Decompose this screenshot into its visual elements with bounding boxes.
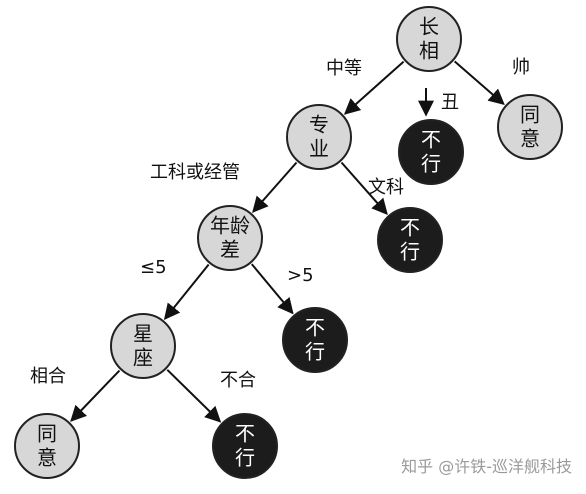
edge-label-leaf-buhe: 不合	[220, 370, 256, 391]
node-circle-leaf-buhe	[212, 413, 278, 479]
edge-nianlingcha-to-xingzuo	[163, 263, 210, 320]
node-leaf-gt5: 不行	[282, 307, 348, 373]
node-circle-leaf-shuai	[497, 94, 563, 160]
node-circle-xingzuo	[110, 313, 176, 379]
node-leaf-xianghe: 同意	[14, 413, 80, 479]
node-leaf-chou: 不行	[398, 119, 464, 185]
edge-nianlingcha-to-leaf-gt5	[250, 263, 294, 315]
node-text-nianlingcha-1: 差	[220, 238, 240, 262]
node-text-xingzuo-0: 星	[133, 322, 153, 346]
node-text-leaf-chou-0: 不	[421, 128, 441, 152]
edge-zhuanye-to-leaf-wenke	[340, 161, 388, 215]
node-nianlingcha: 年龄差	[197, 205, 263, 271]
edge-xingzuo-to-leaf-xianghe	[70, 369, 121, 422]
edge-label-leaf-gt5: >5	[287, 265, 314, 286]
edge-zhuanye-to-nianlingcha	[252, 161, 298, 213]
node-text-leaf-gt5-0: 不	[305, 316, 325, 340]
node-text-zhuanye-1: 业	[309, 137, 329, 161]
node-circle-nianlingcha	[197, 205, 263, 271]
node-text-nianlingcha-0: 年龄	[210, 214, 250, 238]
edge-label-zhuanye: 中等	[326, 58, 362, 79]
node-text-leaf-buhe-0: 不	[235, 422, 255, 446]
edge-label-leaf-chou: 丑	[441, 92, 459, 113]
node-text-leaf-chou-1: 行	[421, 152, 441, 176]
edge-label-leaf-shuai: 帅	[512, 57, 530, 78]
edge-changxiang-to-zhuanye	[343, 60, 405, 115]
edge-label-leaf-wenke: 文科	[368, 177, 404, 198]
edge-label-xingzuo: ≤5	[140, 257, 167, 278]
node-circle-leaf-gt5	[282, 307, 348, 373]
node-text-changxiang-1: 相	[419, 39, 439, 63]
node-xingzuo: 星座	[110, 313, 176, 379]
node-text-leaf-shuai-0: 同	[520, 103, 540, 127]
node-text-leaf-xianghe-1: 意	[37, 446, 57, 470]
edge-label-nianlingcha: 工科或经管	[150, 162, 240, 183]
node-circle-changxiang	[396, 6, 462, 72]
node-text-leaf-xianghe-0: 同	[37, 422, 57, 446]
node-leaf-wenke: 不行	[377, 207, 443, 273]
node-circle-leaf-chou	[398, 119, 464, 185]
node-text-leaf-buhe-1: 行	[235, 446, 255, 470]
node-text-zhuanye-0: 专	[309, 113, 329, 137]
node-zhuanye: 专业	[286, 104, 352, 170]
edge-xingzuo-to-leaf-buhe	[166, 369, 222, 423]
node-circle-zhuanye	[286, 104, 352, 170]
edge-label-leaf-xianghe: 相合	[30, 366, 66, 387]
node-leaf-shuai: 同意	[497, 94, 563, 160]
node-circle-leaf-wenke	[377, 207, 443, 273]
node-circle-leaf-xianghe	[14, 413, 80, 479]
node-changxiang: 长相	[396, 6, 462, 72]
edge-changxiang-to-leaf-shuai	[453, 60, 505, 106]
node-text-leaf-gt5-1: 行	[305, 340, 325, 364]
node-text-leaf-wenke-0: 不	[400, 216, 420, 240]
node-leaf-buhe: 不行	[212, 413, 278, 479]
edges-layer	[70, 60, 505, 423]
node-text-leaf-shuai-1: 意	[520, 127, 540, 151]
node-text-xingzuo-1: 座	[133, 346, 153, 370]
watermark-text: 知乎 @许铁-巡洋舰科技	[401, 457, 572, 476]
node-text-changxiang-0: 长	[419, 15, 439, 39]
node-text-leaf-wenke-1: 行	[400, 240, 420, 264]
